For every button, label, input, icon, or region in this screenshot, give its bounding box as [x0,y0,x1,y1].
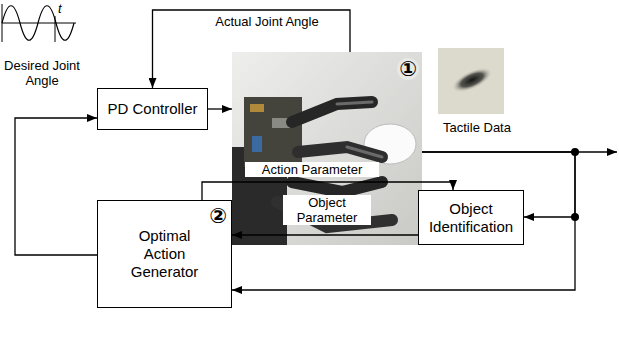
signal-arrow [15,118,97,255]
robot-hand-photo [232,52,422,245]
process-box: Optimal Action Generator② [97,200,232,308]
signal-arrow [232,234,418,235]
signal-arrow [153,10,351,88]
finger-highlight [347,147,382,157]
robot-finger [292,182,382,192]
box-label: PD Controller [107,100,197,118]
robot-finger [292,102,372,122]
sine-curve [2,6,74,41]
signal-arrow [232,152,575,290]
board-chip [250,104,264,112]
signal-label: Desired Joint Angle [2,58,82,88]
axis-line [2,23,76,24]
edge-label: Object Parameter [283,195,371,225]
finger-highlight [337,102,372,104]
edge-label: Actual Joint Angle [195,14,339,29]
tactile-background [438,48,504,114]
sine-wave-icon [2,4,76,42]
axis-label: t [58,1,68,16]
robot-finger [298,147,382,157]
output-wire [575,151,617,152]
image-caption: Tactile Data [432,120,522,135]
callout-number: ② [209,205,227,227]
circuit-board [244,97,302,167]
process-box: PD Controller [97,88,208,130]
tactile-image [438,48,504,114]
board-chip [252,136,262,152]
signal-arrow [208,108,232,109]
process-box: Object Identification [418,190,524,245]
tactile-blob [448,63,495,98]
callout-number: ① [397,58,419,80]
photo-background [232,52,422,245]
box-label: Object Identification [424,200,518,236]
box-label: Optimal Action Generator [121,227,208,281]
time-cursor [55,16,56,42]
edge-label: Action Parameter [245,162,379,177]
